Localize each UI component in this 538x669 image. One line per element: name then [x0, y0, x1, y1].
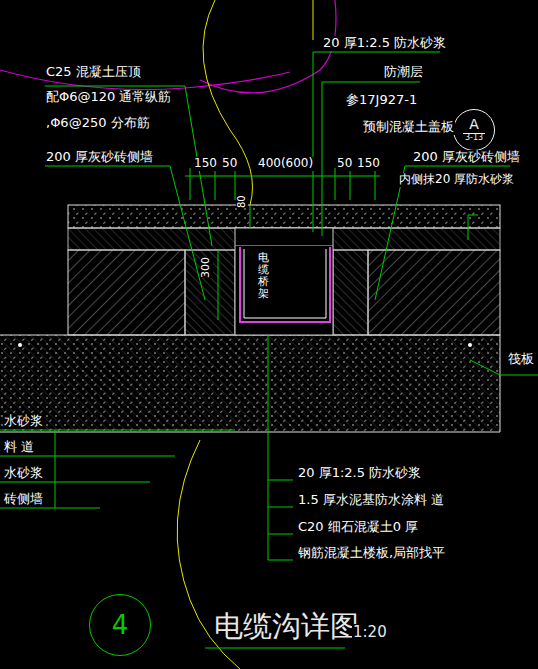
note: 防潮层 — [383, 65, 424, 80]
scale: 1:20 — [352, 624, 388, 641]
note: ,Φ6@250 分布筋 — [45, 116, 151, 131]
detail-circle: 4 — [89, 594, 151, 656]
note: 料 道 — [3, 440, 35, 455]
detail-circle: A3-13 — [453, 109, 495, 151]
dimension: 400(600) — [257, 157, 314, 171]
note: 参17J927-1 — [345, 93, 418, 108]
dimension: 50 — [221, 157, 238, 171]
note: 砖侧墙 — [3, 492, 44, 507]
dimension: 300 — [200, 257, 213, 278]
circle-letter: 4 — [112, 611, 129, 640]
note: 钢筋混凝土楼板,局部找平 — [297, 546, 446, 561]
note: 筏板 — [507, 352, 535, 367]
note: 配Φ6@120 通常纵筋 — [45, 90, 172, 105]
note: 200 厚灰砂砖侧墙 — [45, 150, 154, 165]
note: 内侧抹20 厚防水砂浆 — [398, 173, 515, 187]
tray-label: 电缆桥架 — [258, 252, 269, 300]
note: 预制混凝土盖板 — [362, 120, 455, 135]
note: 20 厚1:2.5 防水砂浆 — [322, 36, 447, 51]
note: 20 厚1:2.5 防水砂浆 — [297, 466, 422, 481]
note: 200 厚灰砂砖侧墙 — [412, 150, 521, 165]
dimension: 150 — [356, 157, 381, 171]
dimension: 80 — [236, 195, 248, 208]
drawing-title: 电缆沟详图 — [214, 610, 359, 643]
note: C20 细石混凝土0 厚 — [297, 520, 419, 535]
sheet-ref: 3-13 — [465, 134, 483, 143]
note: 1.5 厚水泥基防水涂料 道 — [297, 493, 445, 508]
circle-letter: A — [463, 117, 485, 133]
note: 水砂浆 — [3, 466, 44, 481]
dimension: 50 — [336, 157, 353, 171]
note: 水砂浆 — [3, 414, 44, 429]
dimension: 150 — [193, 157, 218, 171]
note: C25 混凝土压顶 — [45, 65, 142, 80]
